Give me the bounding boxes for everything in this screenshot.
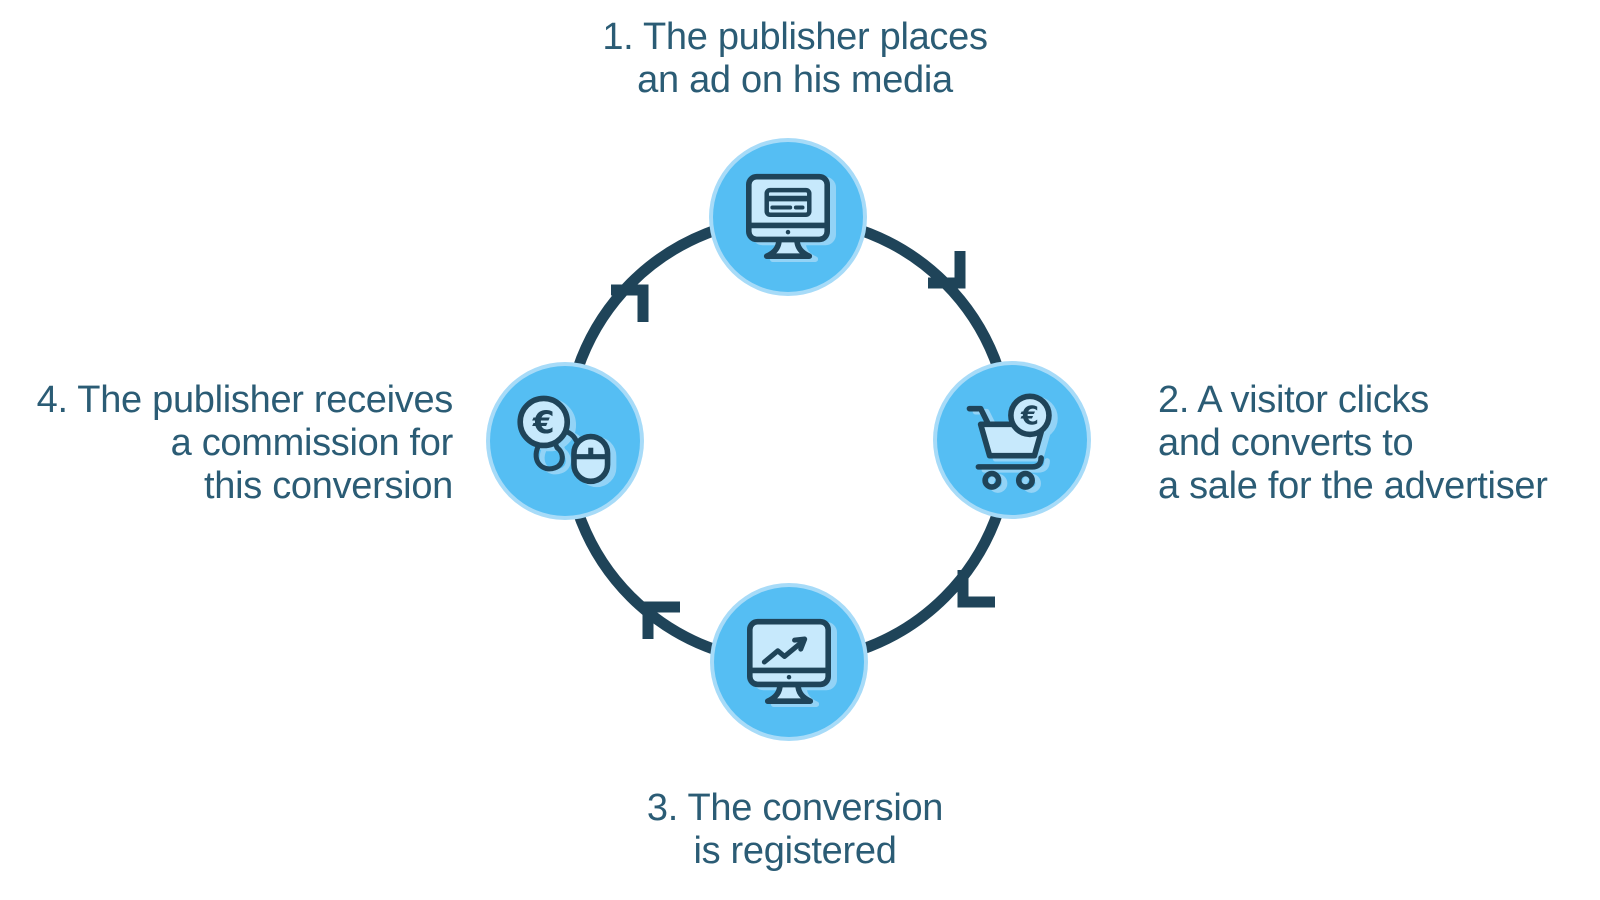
step-3-label: 3. The conversion is registered xyxy=(495,787,1095,873)
step-4-node: € xyxy=(490,366,640,516)
step-2-label-line-2: and converts to xyxy=(1158,422,1414,464)
step-1-node xyxy=(713,142,863,292)
step-1-label: 1. The publisher places an ad on his med… xyxy=(495,16,1095,102)
step-4-label: 4. The publisher receives a commission f… xyxy=(0,379,454,508)
step-1-label-line-1: 1. The publisher places xyxy=(602,16,988,58)
arrowhead-top-right-icon xyxy=(928,251,966,289)
chart-monitor-icon xyxy=(747,618,831,704)
step-4-label-line-3: this conversion xyxy=(204,465,453,507)
ad-banner-monitor-icon xyxy=(746,173,830,259)
euro-symbol: € xyxy=(1020,401,1039,431)
step-4-label-line-2: a commission for xyxy=(170,422,454,464)
step-2-label-line-1: 2. A visitor clicks xyxy=(1158,379,1429,421)
step-1-label-line-2: an ad on his media xyxy=(637,59,953,101)
step-3-label-line-1: 3. The conversion xyxy=(646,787,944,829)
arrowhead-bottom-right-icon xyxy=(957,570,995,608)
euro-symbol: € xyxy=(532,405,555,441)
step-2-label: 2. A visitor clicks and converts to a sa… xyxy=(1158,379,1598,508)
step-3-node xyxy=(714,587,864,737)
step-2-node: € xyxy=(937,365,1087,515)
step-2-label-line-3: a sale for the advertiser xyxy=(1158,465,1548,507)
arrowhead-bottom-left-icon xyxy=(642,601,680,639)
step-3-label-line-2: is registered xyxy=(693,830,897,872)
shopping-cart-euro-icon: € xyxy=(966,393,1052,490)
euro-coin-mouse-icon: € xyxy=(517,395,611,485)
arrowhead-top-left-icon xyxy=(611,284,649,322)
step-4-label-line-1: 4. The publisher receives xyxy=(36,379,454,421)
